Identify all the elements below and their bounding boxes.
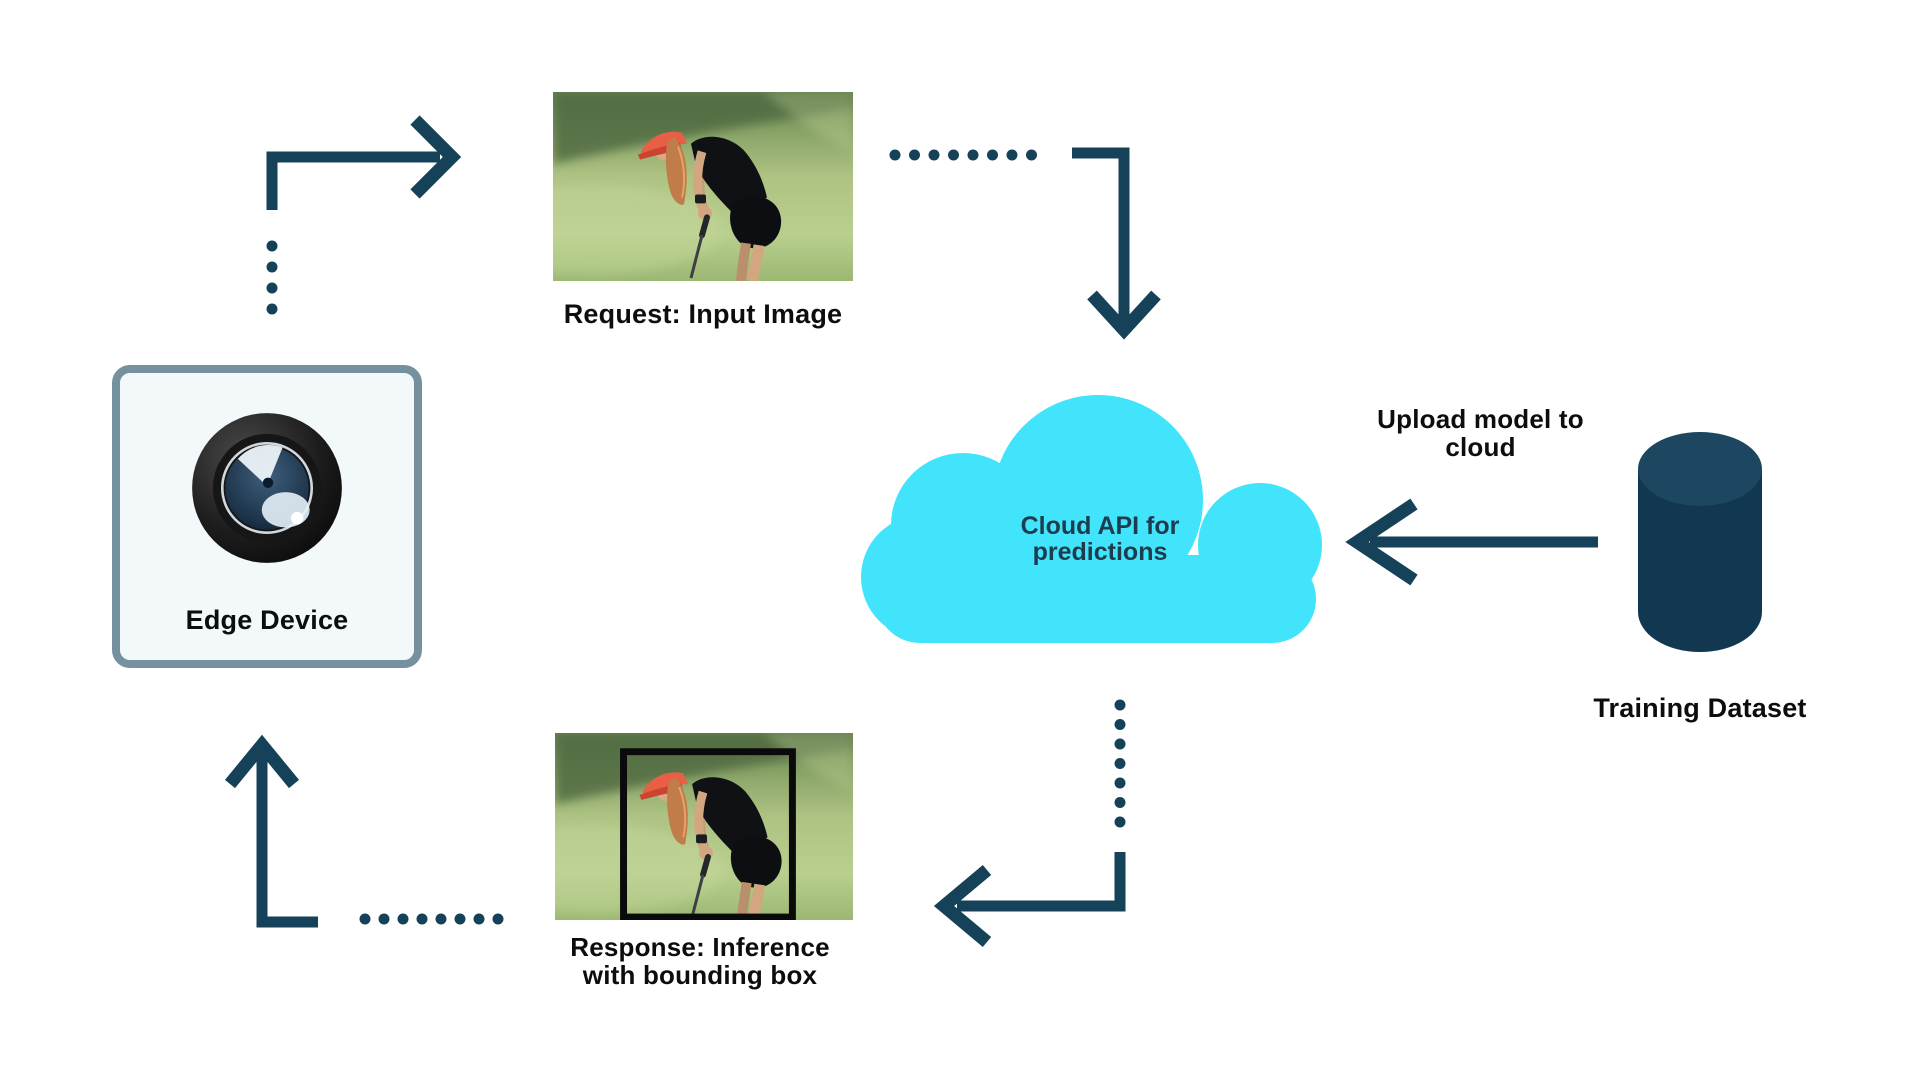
edge-device-label: Edge Device xyxy=(185,605,349,635)
arrow-request-to-cloud-icon xyxy=(889,147,1161,340)
cloud-api-label: Cloud API for predictions xyxy=(980,513,1220,566)
cloud-api-label-line2: predictions xyxy=(1032,538,1168,567)
arrow-response-to-edge-icon xyxy=(224,734,504,928)
bounding-box xyxy=(620,748,796,920)
response-inference-image xyxy=(555,733,853,920)
request-input-image-label: Request: Input Image xyxy=(563,299,843,329)
cloud-icon xyxy=(861,395,1322,643)
database-cylinder-icon xyxy=(1638,432,1762,652)
response-inference-label-line1: Response: Inference xyxy=(570,932,830,962)
arrow-dataset-to-cloud-icon xyxy=(1345,498,1598,586)
response-inference-label: Response: Inference with bounding box xyxy=(488,932,912,990)
upload-model-label-line1: Upload model to xyxy=(1377,404,1584,434)
upload-model-label-line2: cloud xyxy=(1445,431,1516,462)
request-input-image xyxy=(553,92,853,281)
arrow-cloud-to-response-icon xyxy=(933,699,1126,947)
training-dataset-label: Training Dataset xyxy=(1593,693,1807,723)
camera-lens-icon xyxy=(192,413,342,563)
upload-model-label: Upload model to cloud xyxy=(1348,404,1613,462)
response-inference-label-line2: with bounding box xyxy=(582,959,818,990)
cloud-api-label-line1: Cloud API for xyxy=(1020,512,1180,540)
arrow-edge-to-request-icon xyxy=(266,115,462,315)
